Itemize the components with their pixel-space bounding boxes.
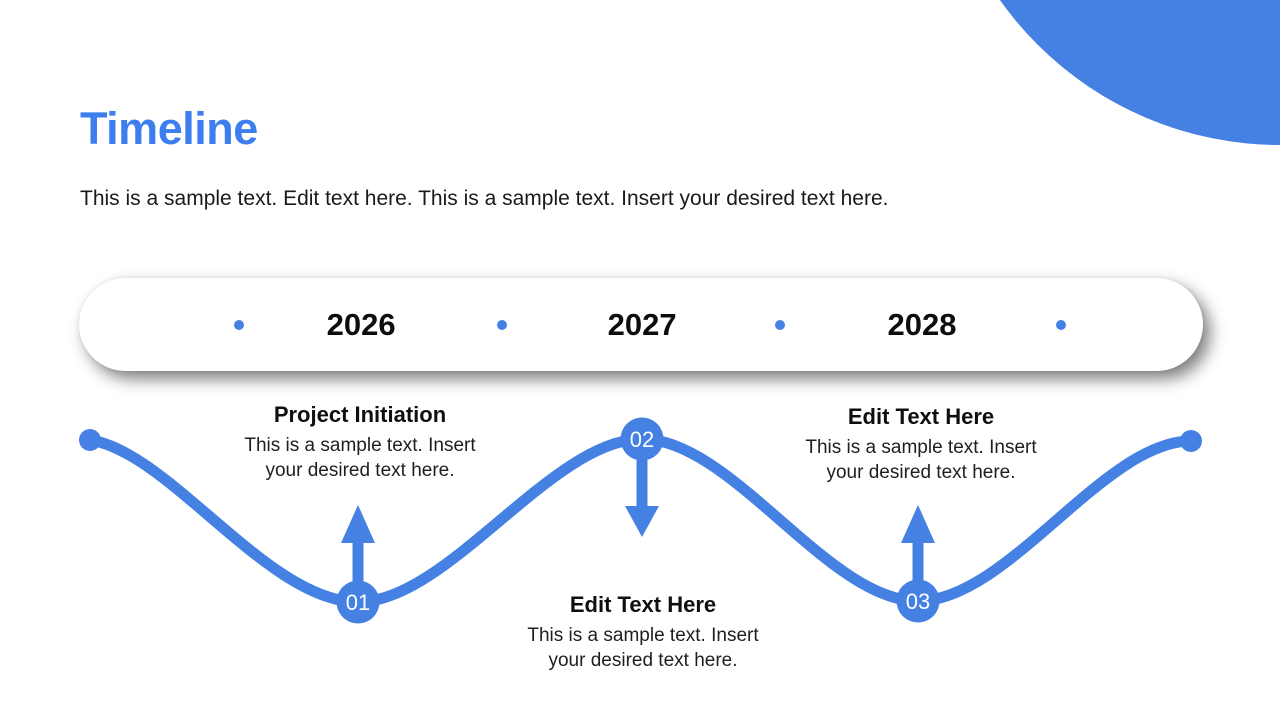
year-bar: 2026 2027 2028 bbox=[79, 278, 1203, 371]
milestone-1-node bbox=[336, 580, 380, 624]
separator-dot bbox=[233, 319, 244, 330]
milestone-1-body-line1: This is a sample text. Insert bbox=[244, 435, 476, 456]
year-label-2027: 2027 bbox=[607, 306, 677, 342]
milestone-3-body: This is a sample text. Insert your desir… bbox=[771, 435, 1071, 485]
milestone-1-number: 01 bbox=[346, 590, 370, 615]
curve-start-dot bbox=[79, 429, 101, 451]
milestone-3-arrow-up-icon bbox=[901, 505, 935, 584]
separator-dot bbox=[496, 319, 507, 330]
year-label-2028: 2028 bbox=[887, 306, 957, 342]
milestone-1-title: Project Initiation bbox=[273, 402, 447, 427]
milestone-2-arrow-down-icon bbox=[625, 460, 659, 537]
separator-dot bbox=[1056, 319, 1067, 330]
milestone-3-node bbox=[896, 579, 940, 623]
slide-subtitle: This is a sample text. Edit text here. T… bbox=[80, 187, 889, 210]
milestone-2-node bbox=[620, 417, 664, 461]
milestone-2-body: This is a sample text. Insert your desir… bbox=[493, 623, 793, 673]
milestone-2-body-line2: your desired text here. bbox=[548, 650, 738, 671]
milestone-2-textblock: Edit Text Here This is a sample text. In… bbox=[493, 592, 793, 673]
milestone-2-number: 02 bbox=[630, 427, 654, 452]
milestone-2-body-line1: This is a sample text. Insert bbox=[527, 625, 759, 646]
slide-title: Timeline bbox=[80, 103, 258, 154]
milestone-1-textblock: Project Initiation This is a sample text… bbox=[210, 402, 510, 483]
milestone-1-body-line2: your desired text here. bbox=[265, 460, 455, 481]
milestone-3-body-line2: your desired text here. bbox=[826, 462, 1016, 483]
milestone-3-body-line1: This is a sample text. Insert bbox=[805, 437, 1037, 458]
year-label-2026: 2026 bbox=[326, 306, 396, 342]
milestone-1-body: This is a sample text. Insert your desir… bbox=[210, 433, 510, 483]
milestone-3-number: 03 bbox=[906, 589, 930, 614]
curve-end-dot bbox=[1180, 430, 1202, 452]
milestone-3-title: Edit Text Here bbox=[847, 404, 995, 429]
milestone-2-title: Edit Text Here bbox=[569, 592, 717, 617]
milestone-3-textblock: Edit Text Here This is a sample text. In… bbox=[771, 404, 1071, 485]
separator-dot bbox=[775, 319, 786, 330]
milestone-1-arrow-up-icon bbox=[341, 505, 375, 585]
